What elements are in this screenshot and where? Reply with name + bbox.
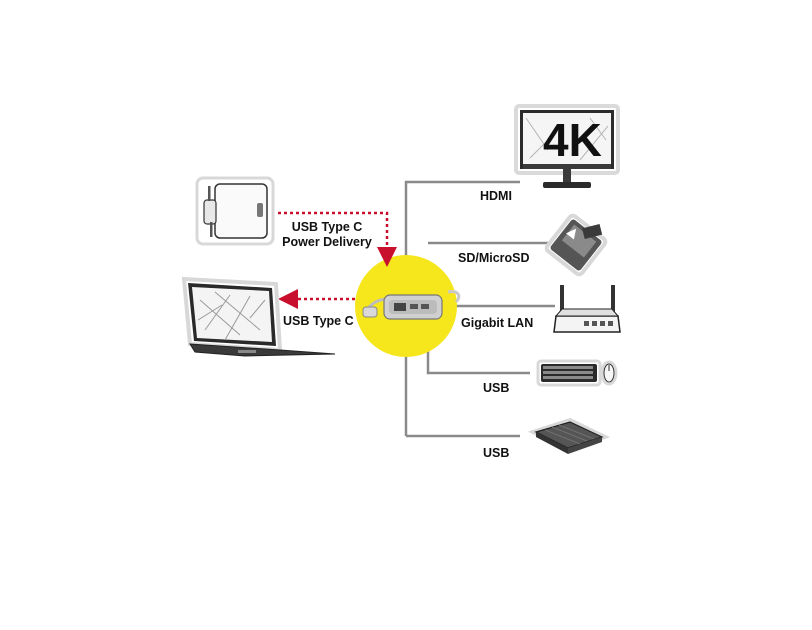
power-adapter-icon — [195, 176, 275, 246]
usb-drive-label: USB — [483, 446, 510, 460]
power-delivery-arrow — [278, 211, 397, 267]
hdmi-label: HDMI — [480, 189, 512, 203]
gigabit-lan-label: Gigabit LAN — [461, 316, 534, 330]
usb-keyboard-label: USB — [483, 381, 510, 395]
power-delivery-label-line1: USB Type C — [291, 220, 363, 234]
mouse-icon — [600, 360, 618, 386]
keyboard-icon — [536, 359, 602, 387]
monitor-icon — [514, 104, 620, 188]
external-drive-icon — [527, 417, 611, 454]
usb-c-hub-icon — [362, 290, 461, 320]
sd-card-icon — [544, 213, 608, 277]
sd-microsd-label: SD/MicroSD — [458, 251, 530, 265]
router-icon — [553, 285, 621, 333]
laptop-connection-label: USB Type C — [283, 314, 354, 328]
laptop-icon — [181, 276, 336, 357]
power-delivery-label: USB Type C Power Delivery — [279, 220, 375, 250]
monitor-screen-text: 4K — [543, 114, 602, 166]
power-delivery-label-line2: Power Delivery — [282, 235, 372, 249]
